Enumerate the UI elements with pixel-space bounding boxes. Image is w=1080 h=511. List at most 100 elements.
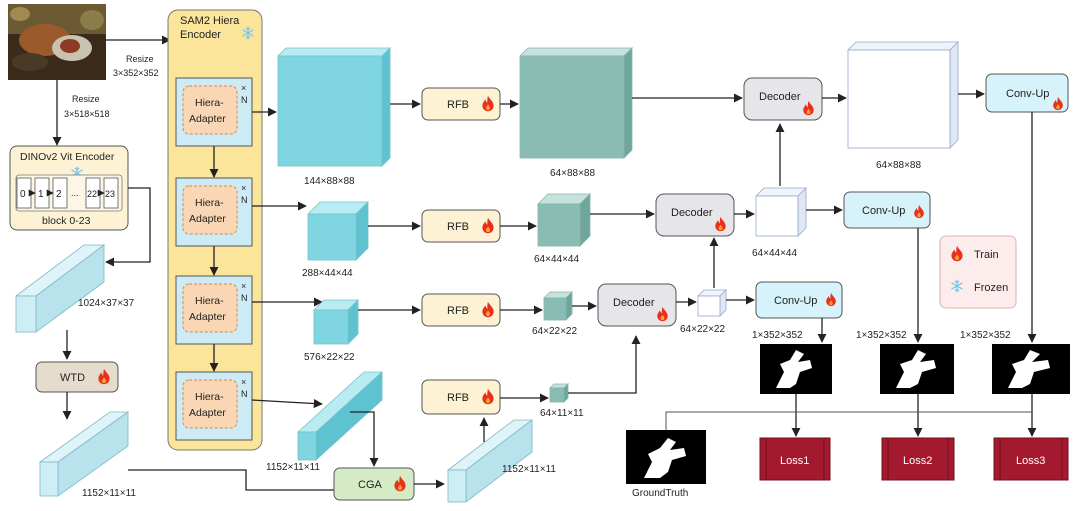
rfb-label: RFB bbox=[447, 221, 469, 233]
dino-block-label: 22 bbox=[87, 189, 97, 199]
feature-label-f2: 288×44×44 bbox=[302, 268, 353, 279]
wtd-label: WTD bbox=[60, 372, 85, 384]
decoder-feature-label-d2: 64×44×44 bbox=[752, 248, 797, 259]
rfb-feature-label-r3: 64×22×22 bbox=[532, 326, 577, 337]
rfb-module-2: RFB bbox=[421, 209, 501, 243]
convup-3: Conv-Up bbox=[755, 281, 843, 319]
repeat-count: N bbox=[241, 389, 248, 399]
resize-left-dims: 3×518×518 bbox=[64, 109, 110, 119]
output-mask-3 bbox=[992, 344, 1070, 394]
sam-title-line2: Encoder bbox=[180, 29, 221, 41]
arrow-sam-f4 bbox=[251, 398, 323, 409]
rfb-feature-cube-r3 bbox=[543, 291, 573, 321]
loss-label: Loss1 bbox=[780, 455, 809, 467]
loss-1: Loss1 bbox=[759, 437, 831, 481]
feature-cube-f3 bbox=[313, 299, 359, 345]
rfb-label: RFB bbox=[447, 392, 469, 404]
rfb-feature-label-r2: 64×44×44 bbox=[534, 254, 579, 265]
decoder-feature-label-d1: 64×88×88 bbox=[876, 160, 921, 171]
ground-truth-connector bbox=[665, 411, 1032, 430]
decoder-feature-label-d3: 64×22×22 bbox=[680, 324, 725, 335]
dino-block-ellipsis: ... bbox=[71, 188, 79, 198]
cga-label: CGA bbox=[358, 479, 383, 491]
resize-top-label: Resize bbox=[126, 54, 154, 64]
arrow-r4-to-decoder3 bbox=[568, 335, 641, 394]
feature-label-f3: 576×22×22 bbox=[304, 352, 355, 363]
rfb-module-4: RFB bbox=[421, 379, 501, 415]
wtd-module: WTD bbox=[35, 361, 119, 393]
output-label-1: 1×352×352 bbox=[752, 330, 803, 341]
dino-block-row: 0 1 2 ... 22 23 bbox=[16, 177, 119, 209]
dino-block-label: 23 bbox=[105, 189, 115, 199]
output-label-2: 1×352×352 bbox=[856, 330, 907, 341]
legend-frozen-label: Frozen bbox=[974, 282, 1008, 294]
loss-label: Loss2 bbox=[903, 455, 932, 467]
loss-label: Loss3 bbox=[1016, 455, 1045, 467]
repeat-symbol: × bbox=[241, 377, 246, 387]
hiera-adapter-label-2: Adapter bbox=[189, 311, 226, 323]
dino-block-label: 1 bbox=[38, 189, 44, 200]
dino-feature-cube bbox=[14, 244, 106, 333]
convup-label: Conv-Up bbox=[1006, 88, 1049, 100]
loss-2: Loss2 bbox=[881, 437, 955, 481]
convup-label: Conv-Up bbox=[862, 205, 905, 217]
dino-title: DINOv2 Vit Encoder bbox=[20, 151, 115, 163]
hiera-block-4: Hiera- Adapter × N bbox=[175, 371, 253, 441]
rfb-feature-label-r4: 64×11×11 bbox=[540, 408, 584, 419]
decoder-label: Decoder bbox=[613, 297, 655, 309]
output-label-3: 1×352×352 bbox=[960, 330, 1011, 341]
hiera-block-1: Hiera- Adapter × N bbox=[175, 77, 253, 147]
resize-left-label: Resize bbox=[72, 94, 100, 104]
dino-caption: block 0-23 bbox=[42, 215, 91, 227]
wtd-feature-label: 1152×11×11 bbox=[82, 488, 136, 499]
loss-3: Loss3 bbox=[993, 437, 1069, 481]
convup-2: Conv-Up bbox=[843, 191, 931, 229]
decoder-label: Decoder bbox=[759, 91, 801, 103]
hiera-adapter-label-1: Hiera- bbox=[195, 197, 224, 209]
output-mask-2 bbox=[880, 344, 954, 394]
hiera-adapter-label-2: Adapter bbox=[189, 213, 226, 225]
decoder-feature-cube-d1 bbox=[847, 41, 959, 149]
convup-label: Conv-Up bbox=[774, 295, 817, 307]
hiera-block-2: Hiera- Adapter × N bbox=[175, 177, 253, 247]
arrow-f4-to-cga bbox=[350, 411, 379, 467]
feature-cube-f2 bbox=[307, 201, 369, 261]
hiera-adapter-label-2: Adapter bbox=[189, 407, 226, 419]
repeat-symbol: × bbox=[241, 281, 246, 291]
repeat-symbol: × bbox=[241, 183, 246, 193]
decoder-1: Decoder bbox=[743, 77, 823, 121]
resize-top-dims: 3×352×352 bbox=[113, 68, 159, 78]
repeat-symbol: × bbox=[241, 83, 246, 93]
rfb-module-3: RFB bbox=[421, 293, 501, 327]
legend: Train Frozen bbox=[939, 235, 1017, 309]
dino-block-label: 0 bbox=[20, 189, 26, 200]
convup-1: Conv-Up bbox=[985, 73, 1069, 113]
feature-cube-f4 bbox=[296, 371, 384, 461]
dino-feature-label: 1024×37×37 bbox=[78, 298, 135, 309]
rfb-feature-cube-r4 bbox=[549, 383, 569, 403]
rfb-label: RFB bbox=[447, 99, 469, 111]
decoder-feature-cube-d2 bbox=[755, 187, 807, 237]
feature-label-f1: 144×88×88 bbox=[304, 176, 355, 187]
dino-encoder: DINOv2 Vit Encoder 0 1 2 ... 22 23 block… bbox=[9, 145, 129, 231]
cga-feature-label: 1152×11×11 bbox=[502, 464, 556, 475]
hiera-block-3: Hiera- Adapter × N bbox=[175, 275, 253, 345]
repeat-count: N bbox=[241, 195, 248, 205]
rfb-feature-cube-r1 bbox=[519, 47, 633, 159]
repeat-count: N bbox=[241, 293, 248, 303]
hiera-adapter-label-1: Hiera- bbox=[195, 295, 224, 307]
hiera-adapter-label-1: Hiera- bbox=[195, 391, 224, 403]
decoder-label: Decoder bbox=[671, 207, 713, 219]
rfb-feature-cube-r2 bbox=[537, 193, 591, 247]
cga-module: CGA bbox=[333, 467, 415, 501]
decoder-3: Decoder bbox=[597, 283, 677, 327]
decoder-feature-cube-d3 bbox=[697, 289, 727, 317]
output-mask-1 bbox=[760, 344, 832, 394]
feature-cube-f1 bbox=[277, 47, 391, 167]
ground-truth-label: GroundTruth bbox=[632, 488, 688, 499]
hiera-adapter-label-1: Hiera- bbox=[195, 97, 224, 109]
input-image bbox=[8, 4, 106, 80]
feature-label-f4: 1152×11×11 bbox=[266, 462, 320, 473]
wtd-feature-cube bbox=[38, 411, 130, 497]
repeat-count: N bbox=[241, 95, 248, 105]
